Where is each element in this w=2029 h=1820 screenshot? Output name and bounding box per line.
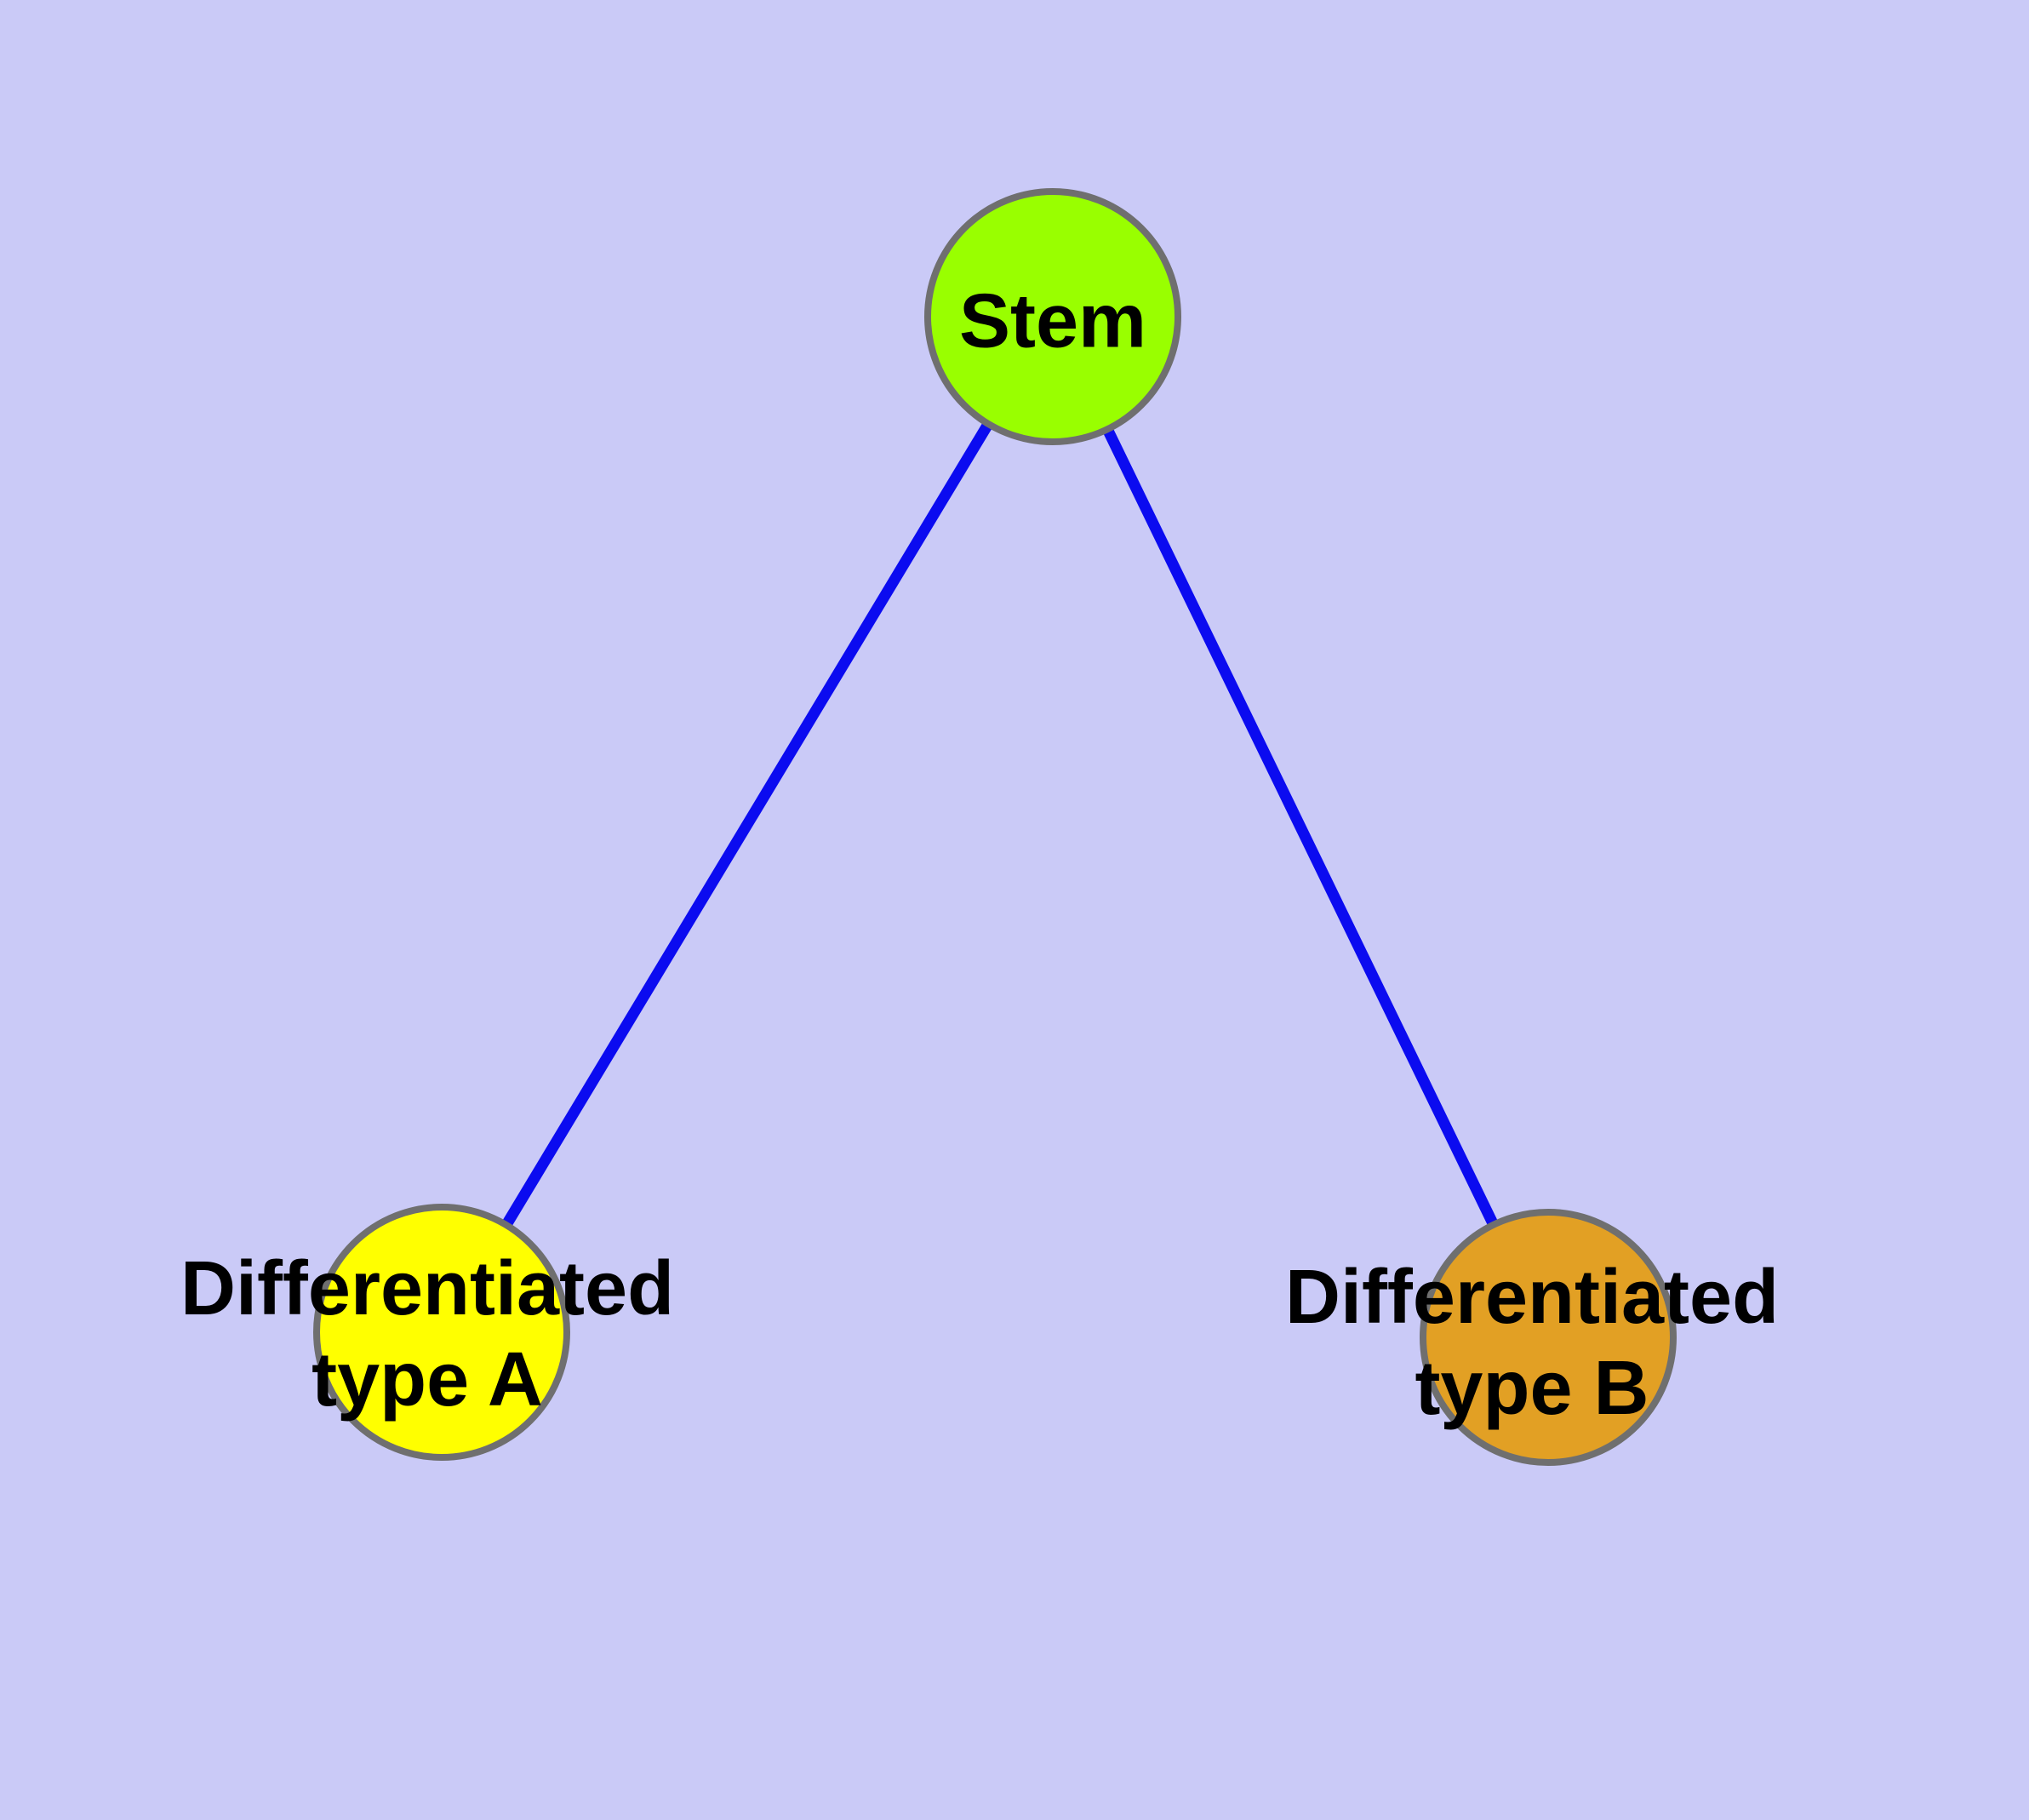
node-type-a-circle: [313, 1204, 570, 1461]
node-type-b-circle: [1420, 1209, 1677, 1466]
node-stem-circle: [924, 188, 1181, 445]
edge-stem-to-type-b: [1048, 314, 1553, 1340]
edge-stem-to-type-a: [437, 313, 1058, 1336]
